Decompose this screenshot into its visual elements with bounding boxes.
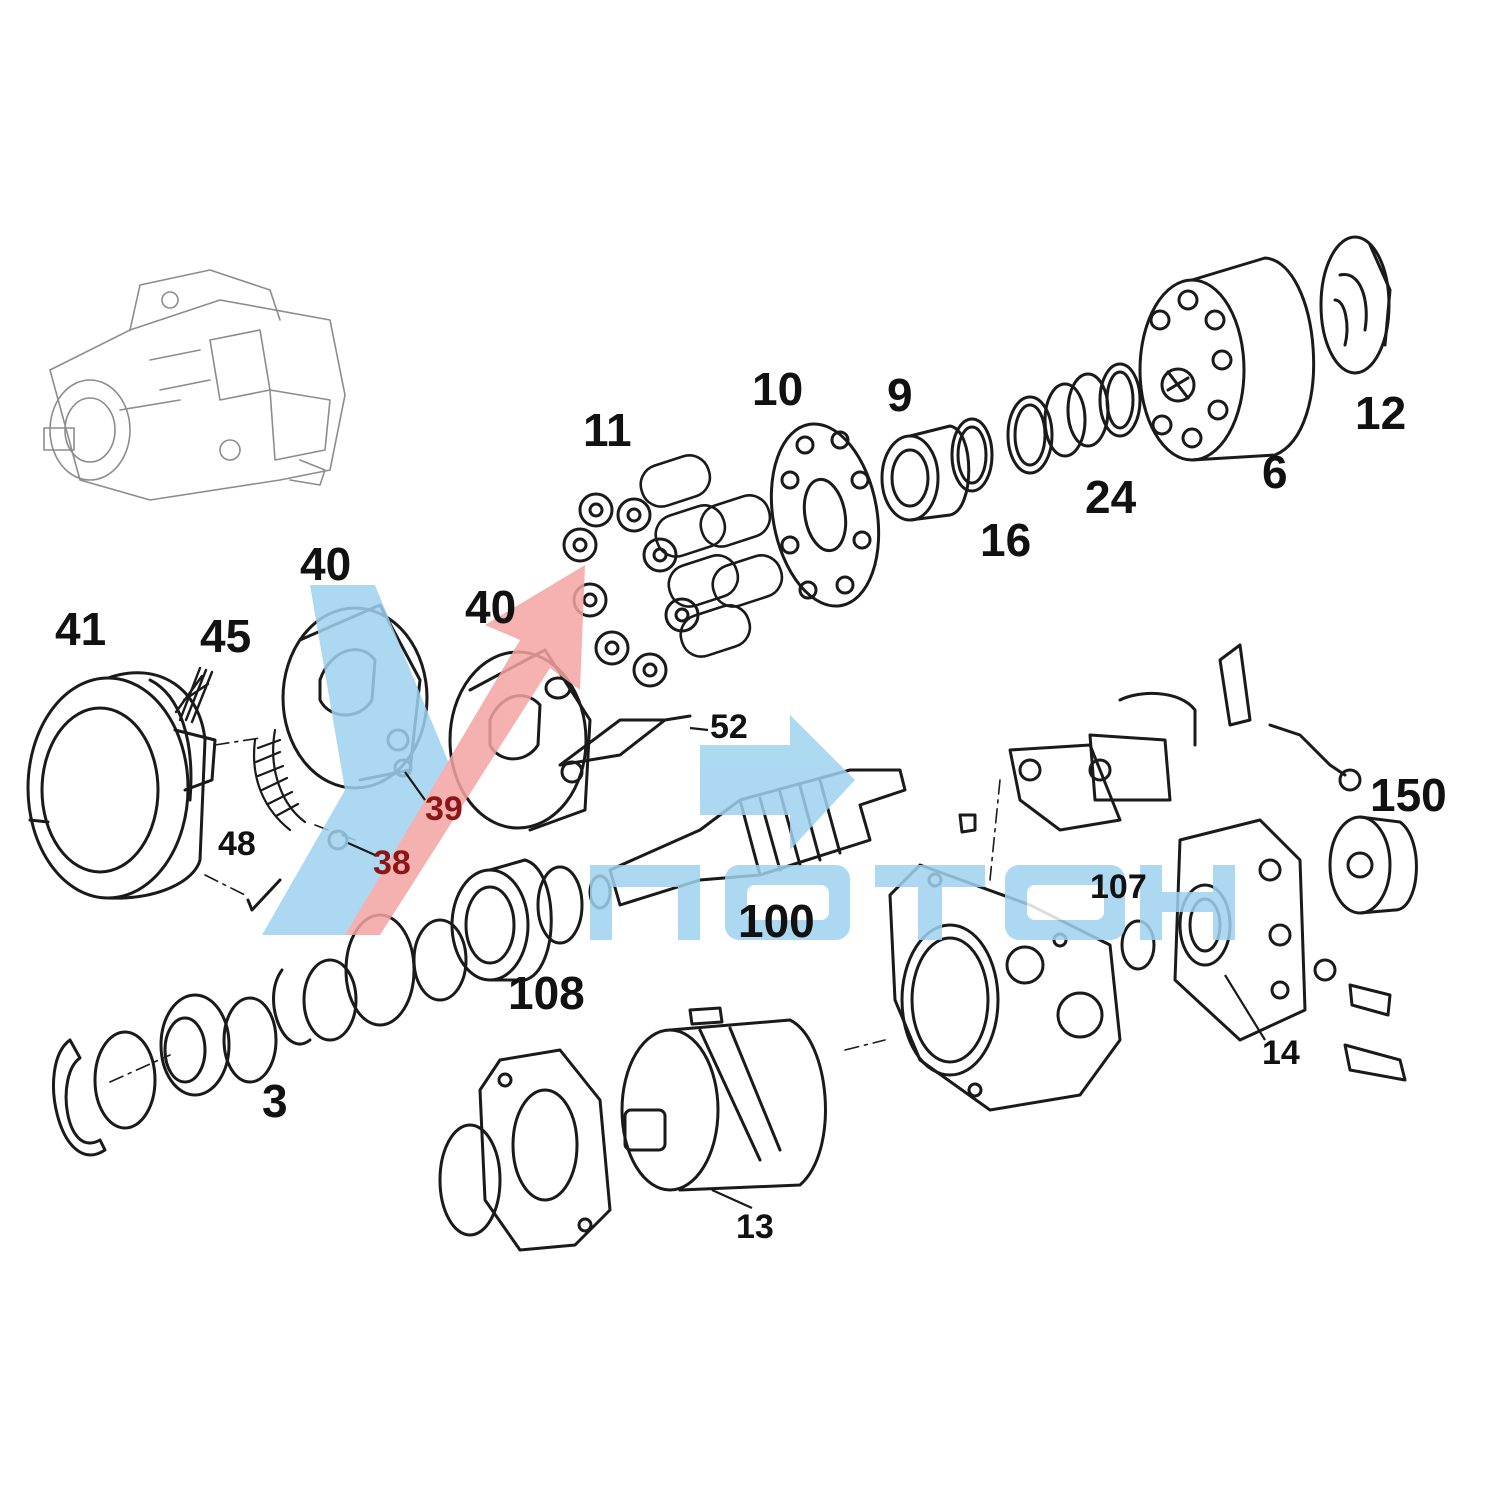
label-part-45: 45 [200,610,252,662]
part-12-valve-plate [1319,235,1392,375]
part-150-auxiliary-pump [1328,815,1418,915]
part-45-spring [174,666,214,724]
part-108-bearing [450,858,584,982]
label-part-52: 52 [710,708,748,746]
main-pump-housing [888,813,1122,1112]
part-3-shaft-seal-set [52,913,468,1157]
label-part-107: 107 [1090,868,1147,906]
part-48-pin [246,878,282,912]
control-valve-assembly [1008,643,1362,832]
part-40-swashplate-right [448,648,592,832]
part-11-pistons [562,454,784,688]
label-part-48: 48 [218,825,256,863]
label-part-3: 3 [262,1075,288,1127]
label-part-38: 38 [373,844,411,882]
label-part-108: 108 [508,967,585,1019]
part-14-end-cover [1120,818,1307,1042]
pressure-fittings [1313,958,1407,1082]
assembly-center-lines [109,737,1001,1083]
assembled-pump-thumbnail [43,269,346,501]
label-part-12: 12 [1355,387,1407,439]
part-16-ring [950,417,994,493]
part-52-lever [558,714,692,784]
label-part-6: 6 [1262,446,1288,498]
label-part-11: 11 [583,404,632,456]
part-13-charge-pump [438,1006,827,1252]
part-38-ball [327,829,349,851]
label-part-9: 9 [887,369,913,421]
label-part-16: 16 [980,514,1032,566]
label-part-41: 41 [55,603,107,655]
label-part-24: 24 [1085,471,1137,523]
part-40-swashplate-left [281,603,429,790]
curved-spring-segment [253,728,307,832]
label-part-13: 13 [736,1208,774,1246]
part-100-drive-shaft [588,768,907,910]
part-24-washers [1006,362,1142,475]
part-10-retainer-plate [769,422,881,608]
label-part-10: 10 [752,363,804,415]
label-part-40-right: 40 [465,581,517,633]
label-part-39: 39 [425,790,463,828]
part-9-ball-guide [880,424,971,522]
part-6-cylinder-block [1138,256,1316,462]
part-41-cover [26,671,217,900]
label-part-150: 150 [1370,769,1447,821]
label-part-40-left: 40 [300,538,352,590]
label-part-14: 14 [1262,1034,1300,1072]
label-part-100: 100 [738,895,815,947]
